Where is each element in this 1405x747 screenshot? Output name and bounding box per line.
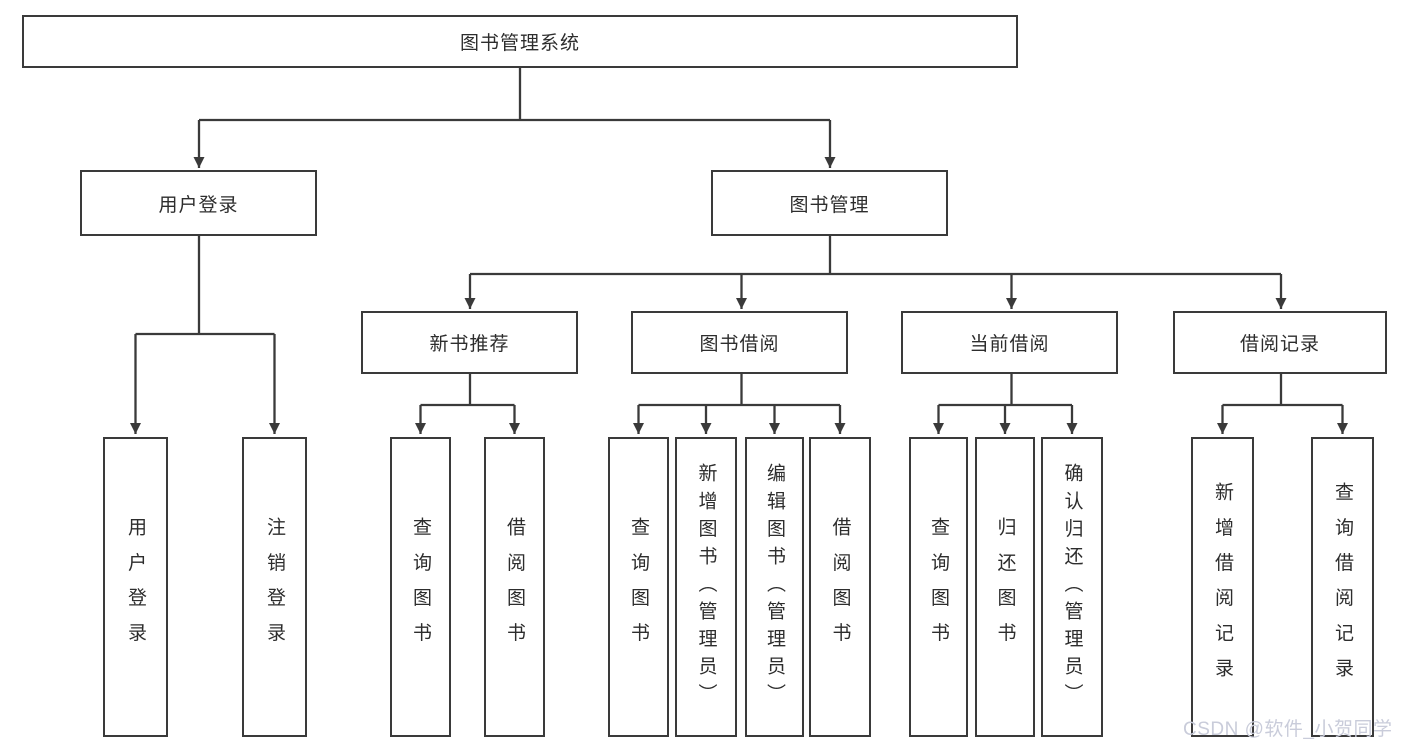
node-label: 图书管理系统 bbox=[459, 33, 580, 54]
leaf-query-books-recommend: 查询图书 bbox=[390, 437, 451, 737]
node-label: 新书推荐 bbox=[429, 334, 510, 355]
leaf-confirm-return-admin: 确认归还（管理员） bbox=[1041, 437, 1103, 737]
node-label: 图书管理 bbox=[789, 194, 870, 216]
leaf-label: 用户登录 bbox=[125, 516, 146, 658]
leaf-query-books-current: 查询图书 bbox=[909, 437, 968, 737]
leaf-edit-book-admin: 编辑图书（管理员） bbox=[745, 437, 804, 737]
leaf-label: 查询图书 bbox=[628, 516, 649, 658]
leaf-query-books-borrowing: 查询图书 bbox=[608, 437, 669, 737]
leaf-user-login: 用户登录 bbox=[103, 437, 168, 737]
leaf-label: 新增借阅记录 bbox=[1212, 481, 1233, 693]
node-label: 图书借阅 bbox=[699, 334, 780, 355]
node-borrowing-records: 借阅记录 bbox=[1173, 311, 1387, 374]
node-book-management: 图书管理 bbox=[711, 170, 948, 236]
leaf-add-borrow-record: 新增借阅记录 bbox=[1191, 437, 1254, 737]
leaf-query-borrow-record: 查询借阅记录 bbox=[1311, 437, 1374, 737]
leaf-label: 借阅图书 bbox=[829, 516, 851, 658]
leaf-label: 查询图书 bbox=[928, 516, 949, 658]
node-book-borrowing: 图书借阅 bbox=[631, 311, 848, 374]
leaf-label: 编辑图书（管理员） bbox=[764, 463, 785, 711]
watermark: CSDN @软件_小贺同学 bbox=[1183, 719, 1393, 740]
leaf-label: 归还图书 bbox=[994, 516, 1016, 658]
leaf-label: 借阅图书 bbox=[504, 516, 525, 658]
leaf-label: 查询图书 bbox=[410, 516, 431, 658]
leaf-add-book-admin: 新增图书（管理员） bbox=[675, 437, 737, 737]
leaf-label: 注销登录 bbox=[264, 516, 285, 658]
leaf-logout: 注销登录 bbox=[242, 437, 307, 737]
node-current-borrowing: 当前借阅 bbox=[901, 311, 1118, 374]
node-label: 借阅记录 bbox=[1239, 334, 1320, 355]
leaf-return-book: 归还图书 bbox=[975, 437, 1035, 737]
leaf-label: 新增图书（管理员） bbox=[695, 463, 717, 711]
leaf-borrow-books-borrowing: 借阅图书 bbox=[809, 437, 871, 737]
node-user-login: 用户登录 bbox=[80, 170, 317, 236]
leaf-label: 查询借阅记录 bbox=[1332, 481, 1353, 693]
leaf-borrow-books-recommend: 借阅图书 bbox=[484, 437, 545, 737]
leaf-label: 确认归还（管理员） bbox=[1061, 463, 1083, 711]
node-label: 当前借阅 bbox=[969, 334, 1050, 355]
node-label: 用户登录 bbox=[158, 194, 239, 216]
node-new-book-recommendation: 新书推荐 bbox=[361, 311, 578, 374]
node-library-management-system: 图书管理系统 bbox=[22, 15, 1018, 68]
